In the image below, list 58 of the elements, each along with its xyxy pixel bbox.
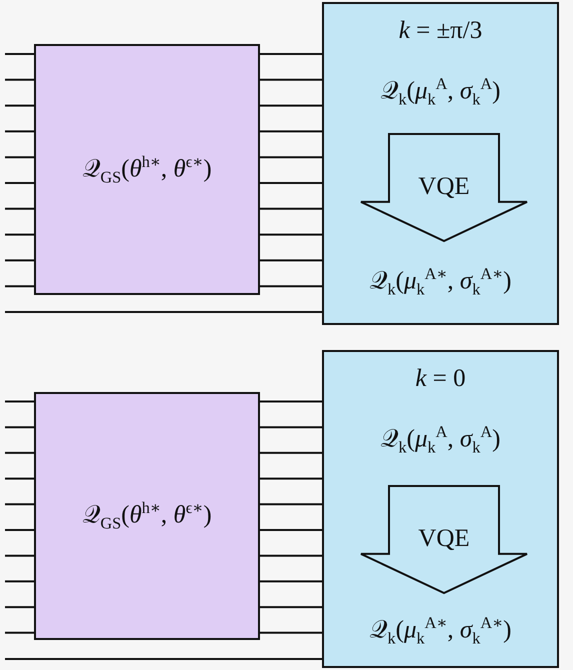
- wire: [260, 182, 322, 184]
- wire: [260, 156, 322, 158]
- wire: [5, 452, 34, 454]
- gate-box: [34, 44, 260, 295]
- wire: [260, 554, 322, 557]
- wire: [5, 503, 34, 506]
- wire: [5, 478, 34, 480]
- wire: [5, 606, 34, 608]
- wire: [5, 658, 322, 660]
- wire: [260, 426, 322, 428]
- wire: [5, 285, 34, 288]
- equation: k = ±π/3: [398, 18, 484, 43]
- wire: [260, 606, 322, 608]
- wire: [260, 529, 322, 531]
- gate-label: 𝒬$_{GS}$(θ$^{h∗}$, θ$^{ϵ∗}$): [82, 152, 212, 188]
- gate-box: [34, 392, 260, 640]
- wire: [260, 208, 322, 210]
- wire: [260, 478, 322, 480]
- wire: [260, 452, 322, 454]
- wire: [5, 554, 34, 557]
- wire: [260, 78, 322, 81]
- wire: [5, 53, 34, 55]
- wire: [5, 311, 322, 313]
- wire: [260, 259, 322, 262]
- arrow-label: VQE: [417, 526, 471, 551]
- equation: k = 0: [414, 366, 467, 391]
- panel-box: [322, 2, 559, 325]
- wire: [260, 104, 322, 107]
- equation: 𝒬$_{k}$(μ$_{k}$$^{A∗}$, σ$_{k}$$^{A∗}$): [368, 266, 512, 298]
- wire: [260, 53, 322, 55]
- wire: [5, 529, 34, 531]
- wire: [260, 400, 322, 402]
- block-arrow: [359, 132, 529, 243]
- equation: 𝒬$_{k}$(μ$_{k}$$^{A}$, σ$_{k}$$^{A}$): [380, 424, 502, 456]
- equation: 𝒬$_{k}$(μ$_{k}$$^{A∗}$, σ$_{k}$$^{A∗}$): [368, 615, 512, 647]
- wire: [5, 426, 34, 428]
- equation: 𝒬$_{k}$(μ$_{k}$$^{A}$, σ$_{k}$$^{A}$): [380, 76, 502, 108]
- wire: [5, 78, 34, 81]
- wire: [260, 130, 322, 132]
- wire: [5, 580, 34, 582]
- block-arrow: [359, 484, 529, 595]
- wire: [5, 104, 34, 107]
- arrow-label: VQE: [417, 174, 471, 199]
- wire: [5, 234, 34, 236]
- wire: [5, 130, 34, 132]
- wire: [260, 632, 322, 634]
- wire: [260, 503, 322, 506]
- wire: [260, 285, 322, 288]
- wire: [5, 182, 34, 184]
- wire: [5, 208, 34, 210]
- wire: [5, 156, 34, 158]
- panel-box: [322, 350, 559, 668]
- wire: [5, 400, 34, 402]
- wire: [260, 234, 322, 236]
- gate-label: 𝒬$_{GS}$(θ$^{h∗}$, θ$^{ϵ∗}$): [82, 498, 212, 534]
- wire: [260, 580, 322, 582]
- wire: [5, 632, 34, 634]
- wire: [5, 259, 34, 262]
